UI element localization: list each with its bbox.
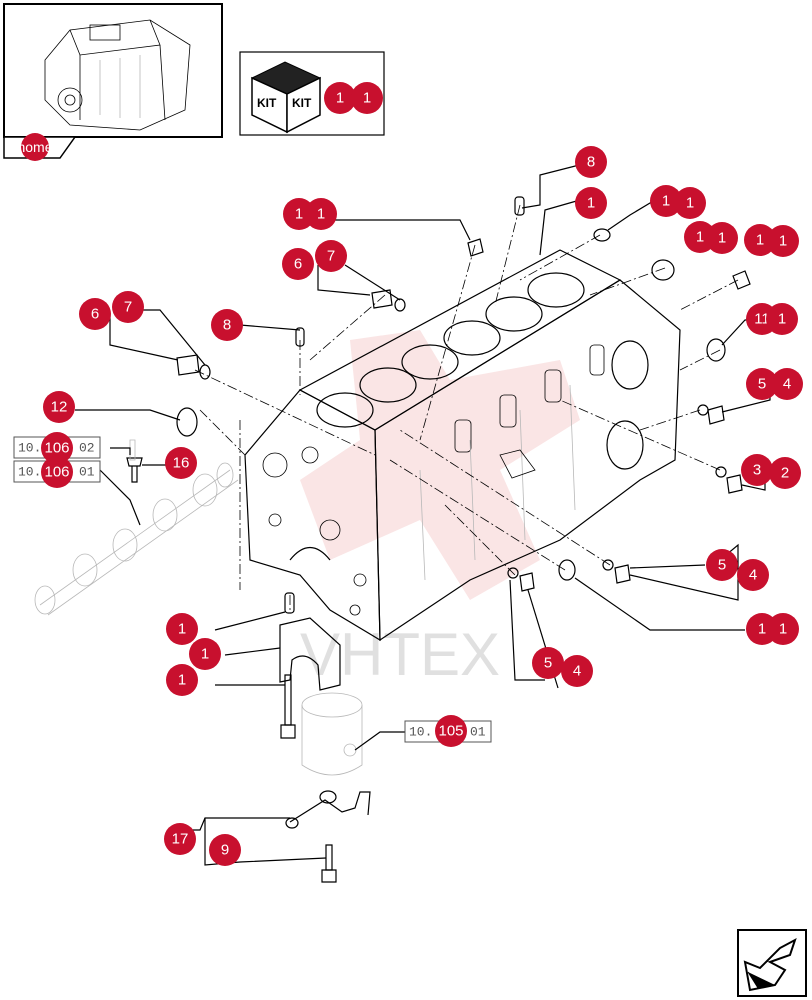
svg-text:10.: 10. — [18, 465, 41, 480]
svg-text:5: 5 — [544, 655, 552, 672]
arrow-down-left-icon — [743, 937, 797, 992]
callout-1-dowel[interactable]: 1 — [166, 613, 198, 645]
svg-text:1: 1 — [718, 230, 726, 247]
svg-text:1: 1 — [662, 193, 670, 210]
kit-label-right: KIT — [292, 96, 312, 110]
svg-text:2: 2 — [781, 465, 789, 482]
svg-text:1: 1 — [178, 672, 186, 689]
callout-1-right-c[interactable]: 1 — [744, 224, 776, 256]
callout-7-upper[interactable]: 7 — [315, 240, 347, 272]
kit-panel[interactable]: KIT KIT 1 1 — [239, 51, 385, 136]
callout-1-cap[interactable]: 1 — [189, 638, 221, 670]
callout-3[interactable]: 3 — [741, 454, 773, 486]
piston-ghost — [301, 692, 363, 776]
svg-text:4: 4 — [749, 567, 757, 584]
svg-text:8: 8 — [223, 317, 231, 334]
svg-text:1: 1 — [295, 206, 303, 223]
callout-1-left-b[interactable]: 1 — [305, 198, 337, 230]
callout-1-top-b[interactable]: 1 — [674, 187, 706, 219]
callout-1-right-d[interactable]: 1 — [767, 225, 799, 257]
callout-17[interactable]: 17 — [164, 823, 196, 855]
home-thumbnail[interactable]: home — [3, 3, 223, 161]
svg-text:01: 01 — [79, 465, 95, 480]
svg-text:7: 7 — [327, 248, 335, 265]
dowel-pin-top — [514, 196, 525, 216]
svg-text:105: 105 — [438, 723, 463, 740]
watermark-text: VHTEX — [300, 621, 500, 688]
callout-6-upper[interactable]: 6 — [282, 248, 314, 280]
callout-1-lower-right-b[interactable]: 1 — [767, 613, 799, 645]
callout-9[interactable]: 9 — [209, 834, 241, 866]
svg-text:1: 1 — [317, 206, 325, 223]
callout-5-right[interactable]: 5 — [746, 368, 778, 400]
callout-4-mid[interactable]: 4 — [737, 559, 769, 591]
svg-text:1: 1 — [363, 90, 371, 107]
svg-text:10.: 10. — [18, 441, 41, 456]
svg-text:12: 12 — [51, 399, 68, 416]
svg-text:01: 01 — [470, 725, 486, 740]
svg-text:17: 17 — [172, 831, 189, 848]
svg-text:9: 9 — [221, 842, 229, 859]
svg-text:16: 16 — [173, 455, 190, 472]
engine-block-drawing — [244, 249, 681, 642]
callout-1-block[interactable]: 1 — [575, 187, 607, 219]
kit-box-icon: KIT KIT — [250, 61, 322, 134]
svg-text:11: 11 — [754, 311, 770, 328]
callout-4-right[interactable]: 4 — [771, 368, 803, 400]
svg-text:8: 8 — [587, 154, 595, 171]
svg-text:5: 5 — [758, 376, 766, 393]
callout-1-bolt[interactable]: 1 — [166, 664, 198, 696]
svg-text:4: 4 — [573, 663, 581, 680]
svg-text:106: 106 — [44, 440, 69, 457]
callout-16[interactable]: 16 — [165, 447, 197, 479]
callout-8-top[interactable]: 8 — [575, 146, 607, 178]
svg-text:1: 1 — [336, 90, 344, 107]
svg-text:1: 1 — [756, 232, 764, 249]
next-page-button[interactable] — [737, 929, 807, 997]
svg-text:02: 02 — [79, 441, 95, 456]
kit-callout-1[interactable]: 1 — [324, 82, 356, 114]
svg-text:3: 3 — [753, 462, 761, 479]
svg-text:1: 1 — [778, 311, 786, 328]
svg-text:4: 4 — [783, 376, 791, 393]
callout-12[interactable]: 12 — [43, 391, 75, 423]
camshaft-ghost — [34, 462, 239, 616]
svg-text:1: 1 — [201, 646, 209, 663]
svg-text:1: 1 — [178, 621, 186, 638]
svg-text:6: 6 — [91, 306, 99, 323]
svg-text:1: 1 — [758, 621, 766, 638]
svg-text:1: 1 — [696, 229, 704, 246]
svg-text:10.: 10. — [409, 725, 432, 740]
engine-thumbnail-icon — [44, 19, 191, 131]
callout-1-left-a[interactable]: 1 — [283, 198, 315, 230]
kit-callout-2[interactable]: 1 — [351, 82, 383, 114]
callout-5-bottom[interactable]: 5 — [532, 647, 564, 679]
callout-5-mid[interactable]: 5 — [706, 549, 738, 581]
callout-1-near-11[interactable]: 1 — [766, 303, 798, 335]
callout-6-lower[interactable]: 6 — [79, 298, 111, 330]
callout-105[interactable]: 105 — [435, 715, 467, 747]
callout-8-left[interactable]: 8 — [211, 309, 243, 341]
svg-text:1: 1 — [587, 195, 595, 212]
watermark: VHTEX — [300, 330, 580, 688]
kit-label-left: KIT — [257, 96, 277, 110]
svg-text:1: 1 — [779, 621, 787, 638]
svg-text:1: 1 — [686, 195, 694, 212]
svg-text:7: 7 — [124, 299, 132, 316]
callout-106-lower[interactable]: 106 — [41, 456, 73, 488]
callout-2[interactable]: 2 — [769, 457, 801, 489]
callout-1-top-a[interactable]: 1 — [650, 185, 682, 217]
svg-text:106: 106 — [44, 464, 69, 481]
callout-4-bottom[interactable]: 4 — [561, 655, 593, 687]
home-label: home — [17, 139, 52, 155]
svg-text:1: 1 — [779, 233, 787, 250]
callout-7-lower[interactable]: 7 — [112, 291, 144, 323]
callout-1-right-b[interactable]: 1 — [706, 222, 738, 254]
svg-text:6: 6 — [294, 256, 302, 273]
svg-text:5: 5 — [718, 557, 726, 574]
callout-106-upper[interactable]: 106 — [41, 432, 73, 464]
